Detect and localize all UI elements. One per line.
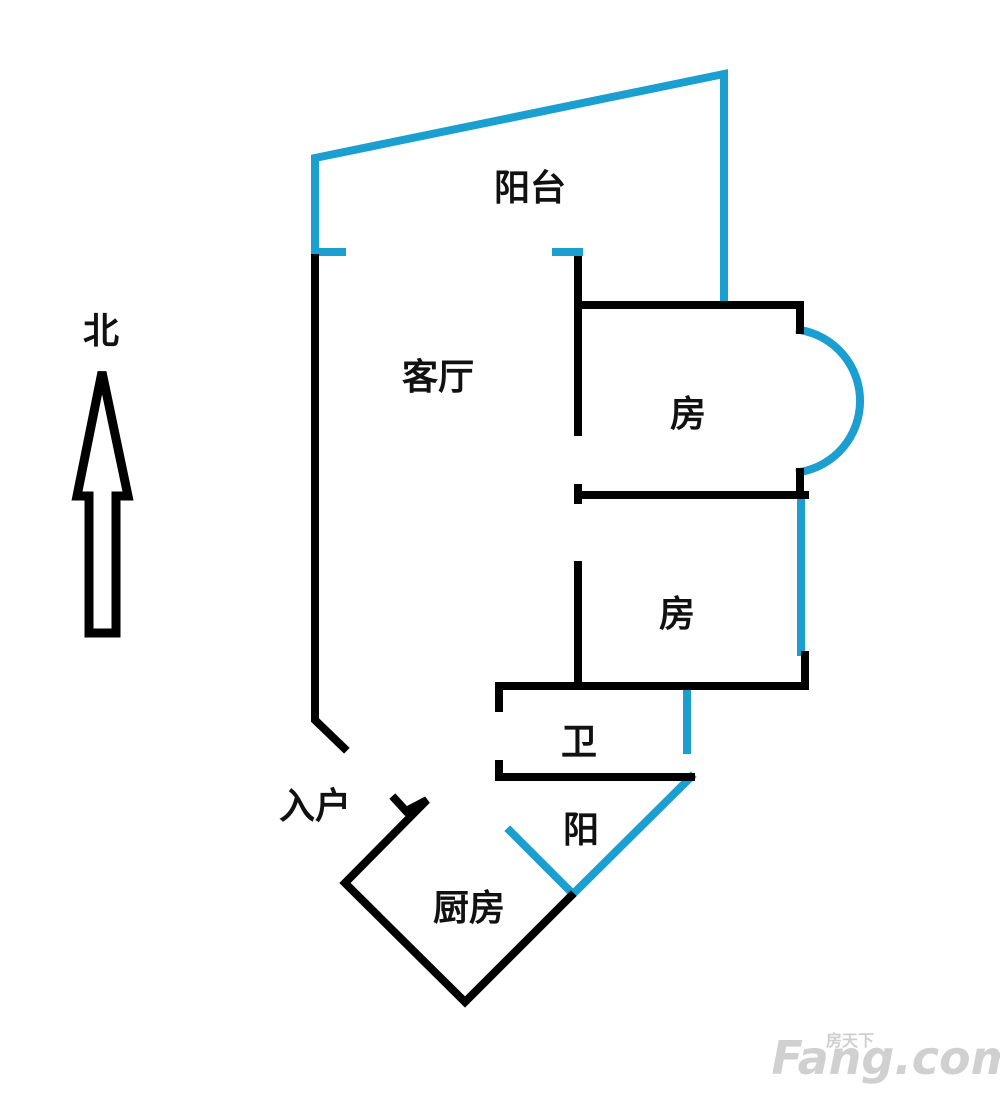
- label-living-room: 客厅: [402, 357, 474, 398]
- room-labels: 阳台 客厅 房 房 卫 入户 阳 厨房: [279, 168, 706, 929]
- watermark: 房天下 Fang.com: [771, 1031, 1000, 1085]
- bay-window: [795, 325, 864, 477]
- exterior-window-walls: [311, 69, 864, 902]
- bathroom-top-wall: [495, 651, 809, 712]
- bedroom-north-walls: [574, 301, 804, 334]
- label-balcony-small: 阳: [563, 810, 599, 851]
- label-bedroom-north: 房: [670, 394, 706, 435]
- label-bedroom-south: 房: [659, 594, 695, 635]
- compass-label: 北: [83, 311, 119, 352]
- small-balcony-rail: [565, 771, 697, 902]
- bathroom-bottom-wall: [495, 760, 695, 781]
- kitchen-walls: [339, 793, 577, 1008]
- compass: 北: [71, 311, 134, 638]
- label-bathroom: 卫: [561, 722, 597, 763]
- label-balcony-main: 阳台: [494, 168, 566, 209]
- north-arrow-icon: [71, 371, 134, 638]
- watermark-chinese: 房天下: [826, 1031, 874, 1050]
- label-kitchen: 厨房: [433, 888, 505, 929]
- watermark-brand: Fang.com: [771, 1031, 1000, 1085]
- label-entrance: 入户: [279, 786, 351, 827]
- balcony-outline: [311, 69, 728, 306]
- interior-walls: [311, 254, 809, 1008]
- kitchen-balcony-divider: [504, 825, 577, 898]
- living-west-wall: [311, 254, 350, 754]
